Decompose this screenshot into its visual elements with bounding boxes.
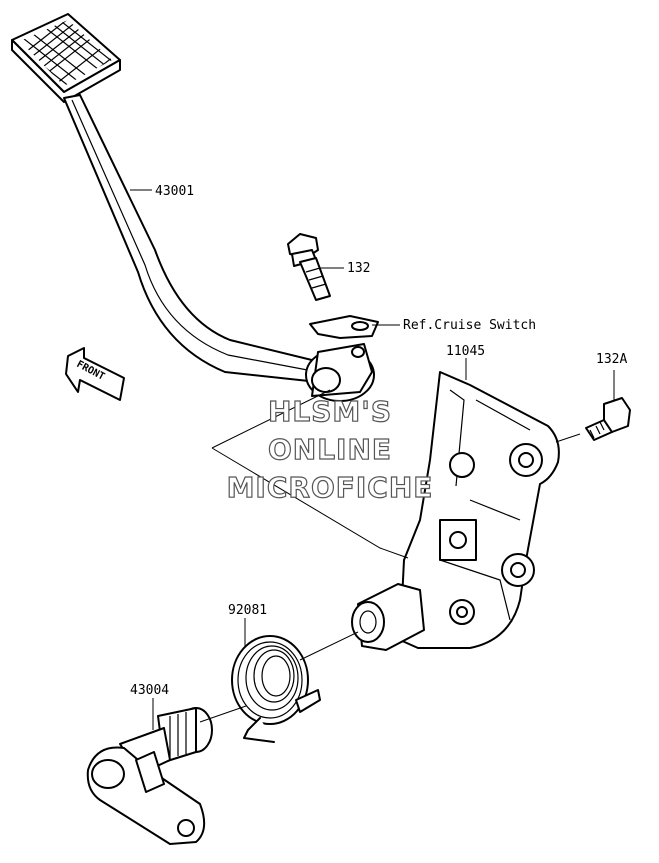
callout-132a: 132A (596, 352, 627, 367)
shaft-43004-part (86, 707, 213, 845)
watermark-line-3: MICROFICHE (227, 471, 434, 504)
spring-92081-part (231, 635, 321, 743)
callout-ref-cruise-switch: Ref.Cruise Switch (403, 318, 536, 333)
watermark-line-2: ONLINE (268, 433, 392, 466)
watermark: HLSM'S ONLINE MICROFICHE (226, 394, 434, 504)
watermark-line-1: HLSM'S (268, 395, 392, 428)
cruise-switch-plate-part (309, 315, 379, 339)
brake-pedal-part (11, 13, 375, 402)
bolt-132a-part (585, 397, 631, 441)
callout-132: 132 (347, 261, 370, 276)
bolt-132-part (287, 233, 331, 301)
leader-lines (130, 189, 615, 730)
callout-11045: 11045 (446, 344, 485, 359)
callout-43001: 43001 (155, 184, 194, 199)
callout-92081: 92081 (228, 603, 267, 618)
callout-43004: 43004 (130, 683, 169, 698)
bracket-11045-part (351, 371, 560, 651)
front-direction-arrow: FRONT (65, 347, 125, 401)
